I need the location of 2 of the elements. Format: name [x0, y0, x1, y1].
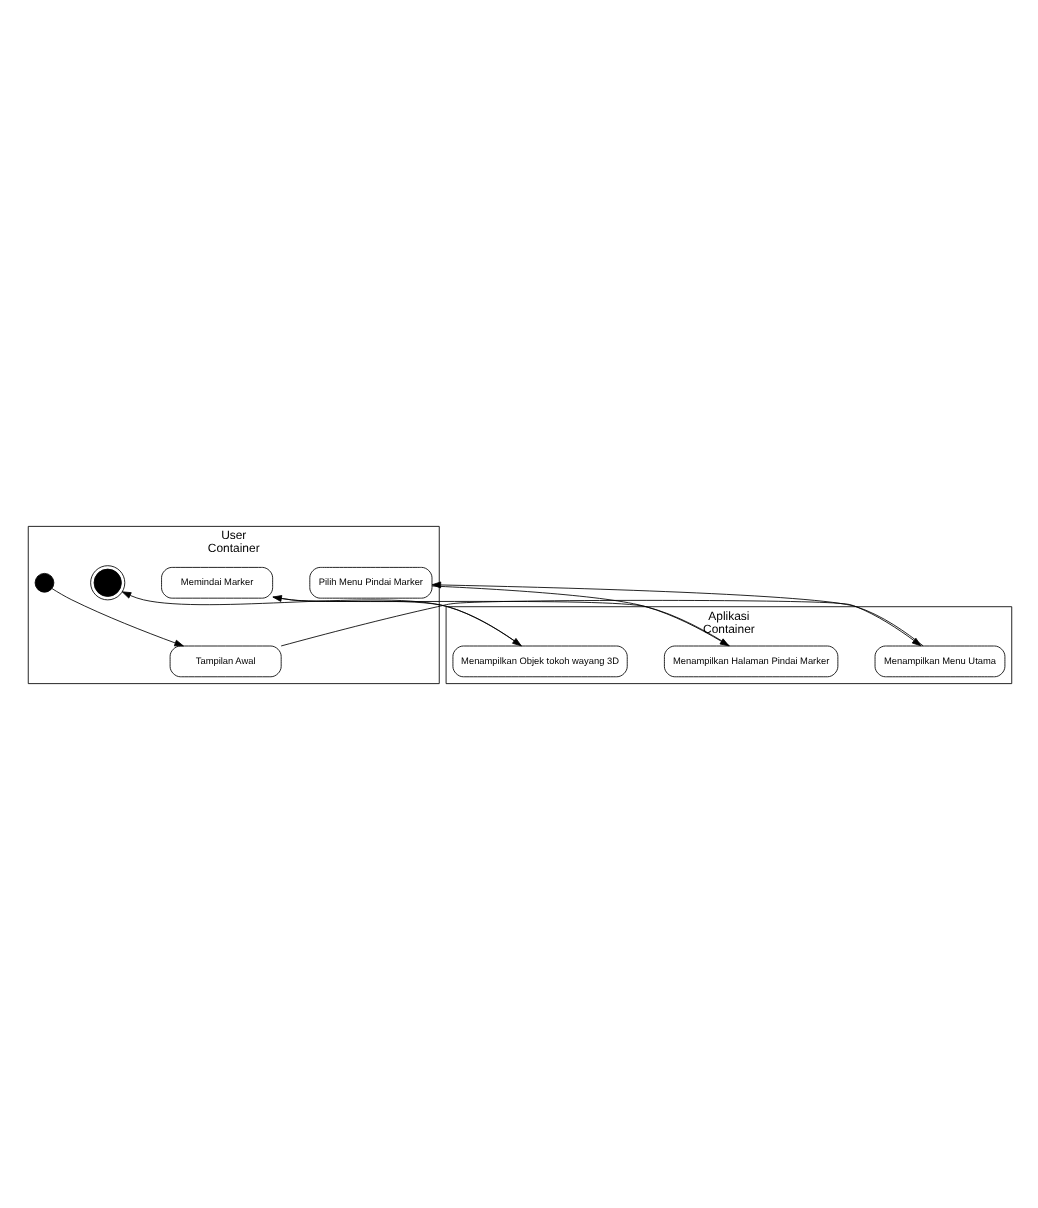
- node-circle: [33, 571, 54, 592]
- arrow: [50, 587, 183, 646]
